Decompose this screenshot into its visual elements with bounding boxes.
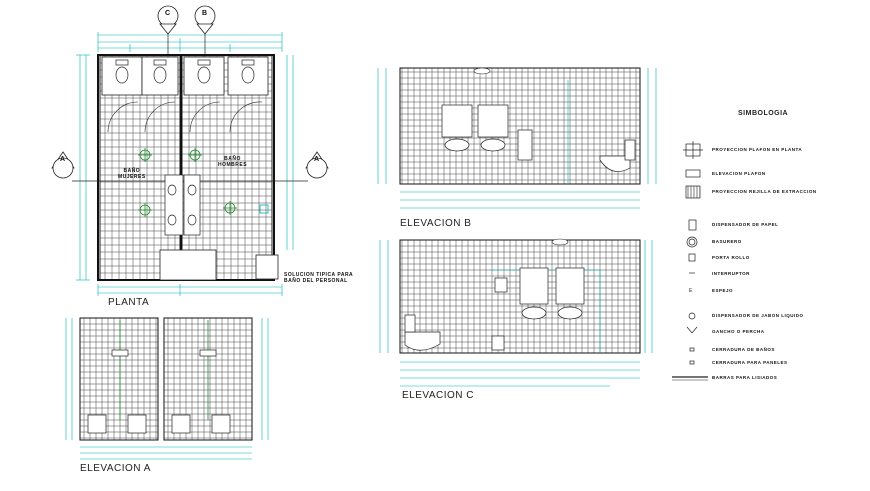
plan-door-swings [107, 101, 263, 133]
legend-item-bath-lock: CERRADURA DE BAÑOS [712, 347, 775, 352]
plan-side-dimensions [76, 54, 294, 281]
elevation-b [377, 67, 657, 209]
svg-text:E: E [689, 288, 693, 294]
title-elevation-b: ELEVACION B [400, 218, 472, 229]
title-elevation-a: ELEVACION A [80, 463, 151, 474]
elevation-c [379, 238, 653, 387]
legend-symbols: E [672, 141, 708, 381]
legend-item-mirror: ESPEJO [712, 288, 734, 293]
legend-item-grab-bar: BARRAS PARA LISIADOS [712, 375, 778, 380]
plan-entry [159, 249, 217, 281]
legend-item-switch: INTERRUPTOR [712, 271, 750, 276]
elevation-a [65, 317, 269, 460]
section-mark-a-right: A [314, 156, 320, 163]
legend-item-paper-dispenser: DISPENSADOR DE PAPEL [712, 222, 779, 227]
section-bubble-a-left [51, 151, 75, 179]
section-bubble-a-right [305, 151, 329, 179]
plan-view [51, 5, 329, 296]
legend-item-hook: GANCHO O PERCHA [712, 329, 765, 334]
legend-item-roll-holder: PORTA ROLLO [712, 255, 750, 260]
plan-bottom-dimensions [97, 284, 283, 296]
section-mark-b: B [202, 10, 208, 17]
plan-ceiling-lights [138, 148, 237, 217]
legend-item-extract-grill: PROYECCION REJILLA DE EXTRACCION [712, 189, 817, 194]
section-mark-a-left: A [60, 156, 66, 163]
legend-item-ceiling-light: PROYECCION PLAFON EN PLANTA [712, 147, 803, 152]
section-mark-c: C [165, 10, 171, 17]
legend-item-panel-lock: CERRADURA PARA PANELES [712, 360, 788, 365]
plan-cabinet [255, 254, 279, 280]
section-bubble-c [157, 5, 179, 35]
plan-dispenser [259, 204, 269, 214]
label-bano-mujeres: BAÑO MUJERES [118, 168, 146, 180]
plan-toilets [115, 59, 255, 84]
section-bubble-b [194, 5, 216, 35]
legend-title: SIMBOLOGIA [738, 110, 789, 117]
label-bano-hombres: BAÑO HOMBRES [218, 156, 248, 168]
legend-item-trash-bin: BASURERO [712, 239, 742, 244]
plan-lavatories [164, 174, 201, 236]
label-solucion: SOLUCION TIPICA PARA BAÑO DEL PERSONAL [284, 272, 354, 284]
legend-item-soap-dispenser: DISPENSADOR DE JABON LIQUIDO [712, 313, 804, 318]
legend-item-ceiling-elevation: ELEVACION PLAFON [712, 171, 766, 176]
plan-top-dimensions [97, 32, 283, 52]
title-elevation-c: ELEVACION C [402, 390, 474, 401]
title-planta: PLANTA [108, 297, 150, 308]
